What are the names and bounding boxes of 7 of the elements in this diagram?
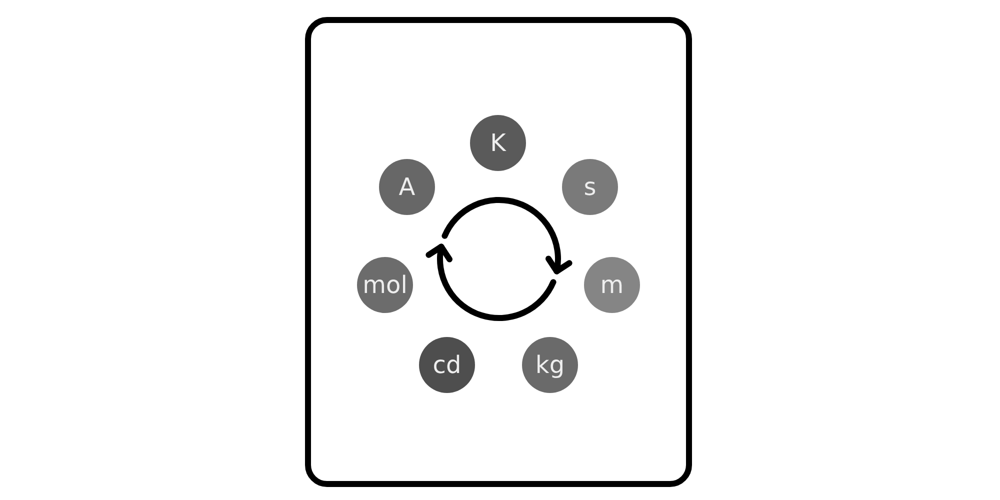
- unit-symbol: s: [584, 175, 596, 199]
- unit-symbol: kg: [535, 353, 565, 377]
- unit-symbol: cd: [432, 353, 462, 377]
- unit-symbol: mol: [362, 273, 408, 297]
- unit-symbol: A: [398, 175, 416, 199]
- unit-symbol: m: [600, 273, 624, 297]
- unit-symbol: K: [490, 131, 506, 155]
